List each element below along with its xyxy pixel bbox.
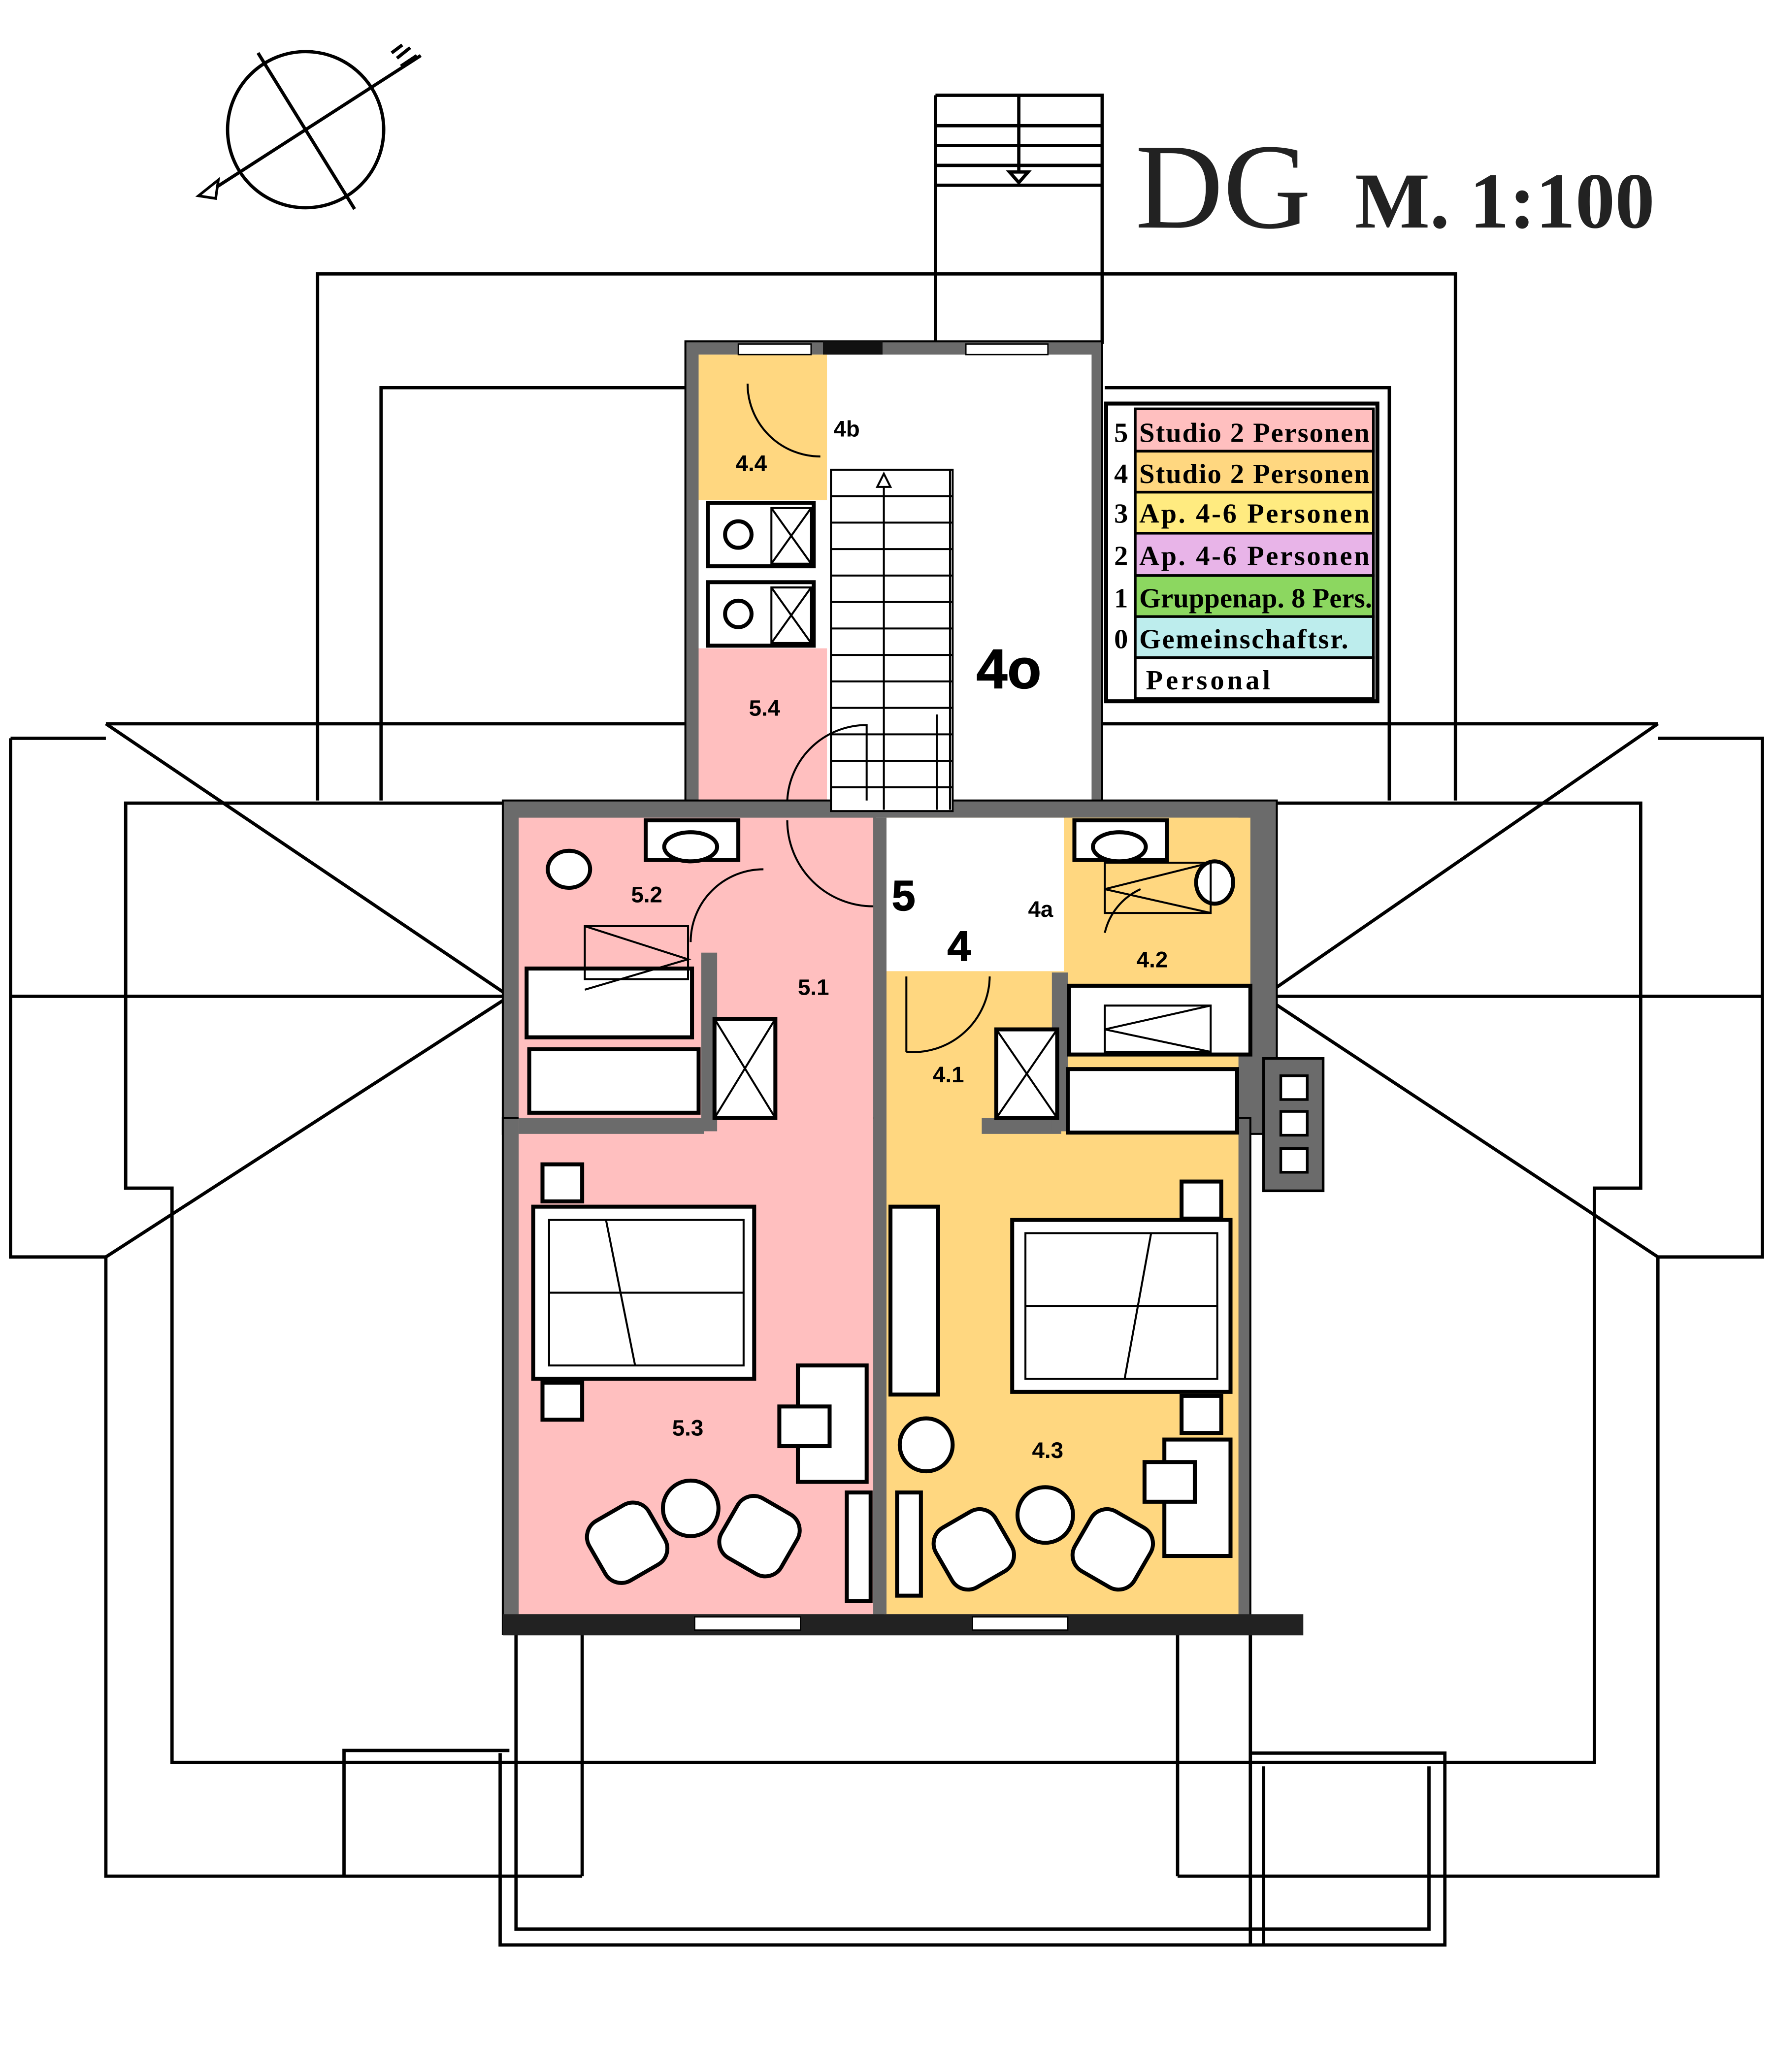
room-4o: 4o (977, 638, 1042, 700)
north-arrow-icon (195, 43, 422, 210)
staircase (830, 468, 954, 812)
legend-label: Studio 2 Personen (1139, 418, 1369, 448)
legend-label: Studio 2 Personen (1139, 459, 1369, 489)
scale-label: M. 1:100 (1355, 157, 1655, 245)
room-5-3: 5.3 (672, 1416, 703, 1441)
room-labels: 4.4 4b 4o 5.4 5.2 5.1 5 4 4a 4.2 4.1 5.3… (631, 417, 1168, 1463)
room-4-3: 4.3 (1032, 1438, 1063, 1463)
room-4: 4 (948, 923, 971, 970)
legend-swatch (1134, 450, 1375, 494)
legend-num: 2 (1114, 541, 1128, 571)
room-5: 5 (892, 873, 916, 920)
room-5-4: 5.4 (749, 696, 781, 721)
room-5-2: 5.2 (631, 882, 662, 907)
legend-swatch (1134, 490, 1375, 535)
legend-label: Gemeinschaftsr. (1139, 624, 1348, 655)
legend-swatch (1134, 656, 1375, 700)
room-4b: 4b (834, 417, 860, 442)
fixtures (525, 384, 1252, 1603)
legend-label: Gruppenap. 8 Pers. (1139, 583, 1372, 614)
room-4a: 4a (1028, 897, 1053, 922)
legend-num: 1 (1114, 583, 1128, 614)
legend-label: Ap. 4-6 Personen (1139, 498, 1369, 529)
room-5-1: 5.1 (798, 975, 829, 1000)
legend: 5 Studio 2 Personen 4 Studio 2 Personen … (1104, 401, 1379, 704)
legend-swatch (1134, 574, 1375, 618)
floor-title: DG (1135, 120, 1311, 254)
legend-num: 4 (1114, 459, 1128, 489)
legend-num: 5 (1114, 418, 1128, 448)
legend-label: Ap. 4-6 Personen (1139, 541, 1369, 571)
legend-num: 0 (1114, 624, 1128, 655)
room-4-4: 4.4 (736, 451, 767, 476)
legend-num: 3 (1114, 498, 1128, 529)
room-4-2: 4.2 (1137, 947, 1168, 972)
room-4-1: 4.1 (933, 1062, 964, 1087)
